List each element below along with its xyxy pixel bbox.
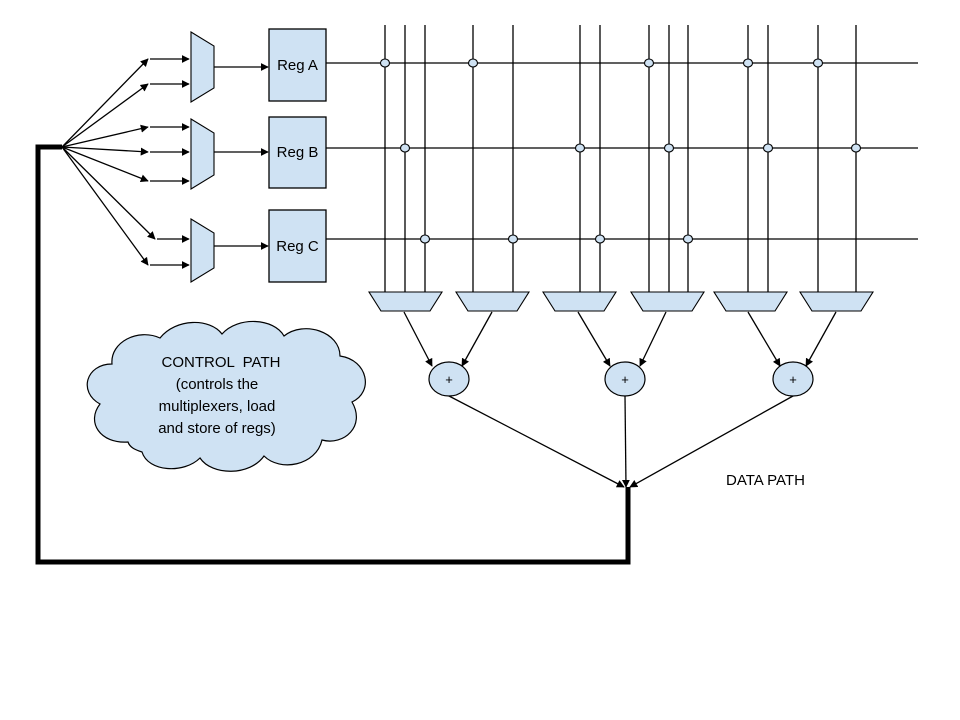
- control-fanout-wires: [61, 58, 156, 266]
- register-a: Reg A: [268, 28, 327, 102]
- mux-reg-a: [190, 31, 215, 103]
- control-path-line-4: and store of regs): [158, 420, 276, 437]
- mux-reg-b: [190, 118, 215, 190]
- control-path-line-1: CONTROL PATH: [162, 354, 281, 371]
- register-output-buses: [326, 62, 918, 240]
- feedback-bus: [35, 144, 631, 565]
- adder-3: +: [772, 361, 814, 397]
- register-b-label: Reg B: [277, 144, 319, 161]
- control-path-line-2: (controls the: [176, 376, 259, 393]
- output-mux-3: [542, 291, 617, 312]
- output-mux-5: [713, 291, 788, 312]
- adder-3-label: +: [789, 372, 797, 387]
- adder-1-label: +: [445, 372, 453, 387]
- output-mux-1: [368, 291, 443, 312]
- mux-to-adder-wires: [403, 311, 837, 367]
- control-path-line-3: multiplexers, load: [159, 398, 276, 415]
- register-b: Reg B: [268, 116, 327, 189]
- output-mux-6: [799, 291, 874, 312]
- output-mux-4: [630, 291, 705, 312]
- data-path-label: DATA PATH: [726, 472, 805, 489]
- adder-2-label: +: [621, 372, 629, 387]
- register-c: Reg C: [268, 209, 327, 283]
- adder-to-merge-wires: [448, 395, 794, 488]
- adder-1: +: [428, 361, 470, 397]
- crossbar-vertical-lines: [384, 25, 857, 292]
- output-mux-2: [455, 291, 530, 312]
- input-muxes: [190, 31, 215, 283]
- mux-to-reg-wires: [214, 63, 269, 250]
- mux-reg-c: [190, 218, 215, 283]
- adder-2: +: [604, 361, 646, 397]
- control-path-cloud: CONTROL PATH (controls the multiplexers,…: [86, 320, 366, 472]
- mux-input-wires: [150, 55, 190, 269]
- register-a-label: Reg A: [277, 57, 318, 74]
- register-c-label: Reg C: [276, 238, 319, 255]
- output-muxes: [368, 291, 874, 312]
- crossbar-taps: [379, 58, 862, 244]
